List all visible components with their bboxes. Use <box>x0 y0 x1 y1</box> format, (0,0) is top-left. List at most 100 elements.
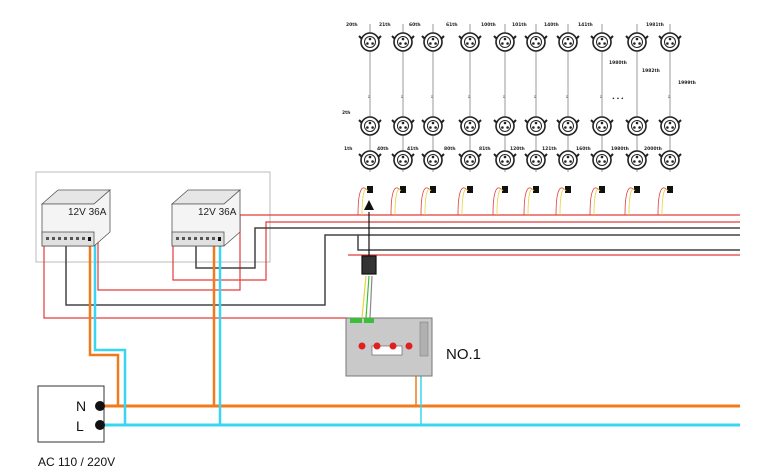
string-continuation-dots: : <box>503 95 505 100</box>
power-supply-2: 12V 36A <box>170 189 242 247</box>
controller-button <box>405 342 413 350</box>
pixel-node <box>391 150 415 170</box>
controller-name: NO.1 <box>446 346 481 363</box>
pixel-node <box>421 150 445 170</box>
string-lead <box>559 189 567 216</box>
pixel-node <box>556 116 580 136</box>
ellipsis-label: • • • <box>612 97 624 102</box>
string-lead <box>361 189 369 216</box>
string-lead <box>555 187 566 216</box>
pixel-index-label: 101th <box>512 22 527 28</box>
pixel-index-label: 81th <box>479 146 491 152</box>
pixel-node <box>658 32 682 52</box>
string-continuation-dots: : <box>401 95 403 100</box>
controller-button <box>373 342 381 350</box>
string-connector <box>565 186 571 193</box>
pixel-strings: :20th1th2th:21th40th:60th41th:61th80th:1… <box>342 22 696 216</box>
pixel-node <box>556 32 580 52</box>
pixel-node <box>458 150 482 170</box>
string-connector <box>400 186 406 193</box>
string-lead <box>657 187 668 216</box>
pixel-node <box>358 150 382 170</box>
pixel-node <box>658 150 682 170</box>
pixel-index-label: 2000th <box>644 146 662 152</box>
pixel-index-label: 20th <box>346 22 358 28</box>
pixel-node <box>590 150 614 170</box>
string-connector <box>502 186 508 193</box>
pixel-node <box>421 116 445 136</box>
pixel-index-label: 40th <box>377 146 389 152</box>
pixel-node <box>524 116 548 136</box>
string-continuation-dots: : <box>534 95 536 100</box>
string-lead <box>624 187 635 216</box>
string-continuation-dots: : <box>668 95 670 100</box>
pixel-index-label: 1999th <box>678 80 696 86</box>
string-lead <box>394 189 402 216</box>
psu-1-label: 12V 36A <box>68 207 107 218</box>
string-lead <box>424 189 432 216</box>
string-continuation-dots: : <box>431 95 433 100</box>
pixel-index-label: 160th <box>576 146 591 152</box>
pixel-node <box>358 116 382 136</box>
pixel-index-label: 1980th <box>611 146 629 152</box>
string-connector <box>430 186 436 193</box>
pixel-node <box>458 32 482 52</box>
string-connector <box>599 186 605 193</box>
dc-positive-wires <box>43 214 740 319</box>
string-lead <box>492 187 503 216</box>
string-connector <box>634 186 640 193</box>
data-cable <box>361 200 377 319</box>
string-connector <box>667 186 673 193</box>
pixel-node <box>391 32 415 52</box>
pixel-node <box>524 32 548 52</box>
string-lead <box>527 189 535 216</box>
pixel-index-label: 140th <box>544 22 559 28</box>
pixel-index-label: 1982th <box>642 68 660 74</box>
pixel-index-label: 1981th <box>646 22 664 28</box>
pixel-index-label: 121th <box>542 146 557 152</box>
pixel-index-label: 100th <box>481 22 496 28</box>
pixel-node <box>391 116 415 136</box>
pixel-node <box>493 32 517 52</box>
string-continuation-dots: : <box>468 95 470 100</box>
pixel-node <box>658 116 682 136</box>
controller <box>345 317 433 377</box>
controller-button <box>389 342 397 350</box>
pixel-node <box>625 32 649 52</box>
string-continuation-dots: : <box>368 95 370 100</box>
pixel-node <box>493 116 517 136</box>
pixel-index-label: 2th <box>342 110 351 116</box>
terminal-n-dot <box>95 401 105 411</box>
string-connector <box>367 186 373 193</box>
string-lead <box>593 189 601 216</box>
ac-source: N L <box>37 385 105 443</box>
string-lead <box>357 187 368 216</box>
string-lead <box>661 189 669 216</box>
ac-voltage-label: AC 110 / 220V <box>38 455 115 469</box>
pixel-index-label: 1980th <box>609 60 627 66</box>
dc-negative-wires <box>65 227 740 306</box>
string-lead <box>589 187 600 216</box>
terminal-l-label: L <box>76 418 84 434</box>
string-lead <box>461 189 469 216</box>
pixel-index-label: 1th <box>344 146 353 152</box>
pixel-index-label: 60th <box>409 22 421 28</box>
power-supply-1: 12V 36A <box>40 189 112 247</box>
terminal-n-label: N <box>76 398 86 414</box>
pixel-node <box>556 150 580 170</box>
string-connector <box>533 186 539 193</box>
pixel-index-label: 80th <box>444 146 456 152</box>
pixel-node <box>421 32 445 52</box>
string-continuation-dots: : <box>600 95 602 100</box>
pixel-index-label: 61th <box>446 22 458 28</box>
string-lead <box>390 187 401 216</box>
pixel-node <box>625 150 649 170</box>
string-lead <box>457 187 468 216</box>
pixel-node <box>590 32 614 52</box>
string-lead <box>523 187 534 216</box>
string-continuation-dots: : <box>566 95 568 100</box>
pixel-index-label: 41th <box>407 146 419 152</box>
pixel-index-label: 141th <box>578 22 593 28</box>
controller-button <box>358 342 366 350</box>
